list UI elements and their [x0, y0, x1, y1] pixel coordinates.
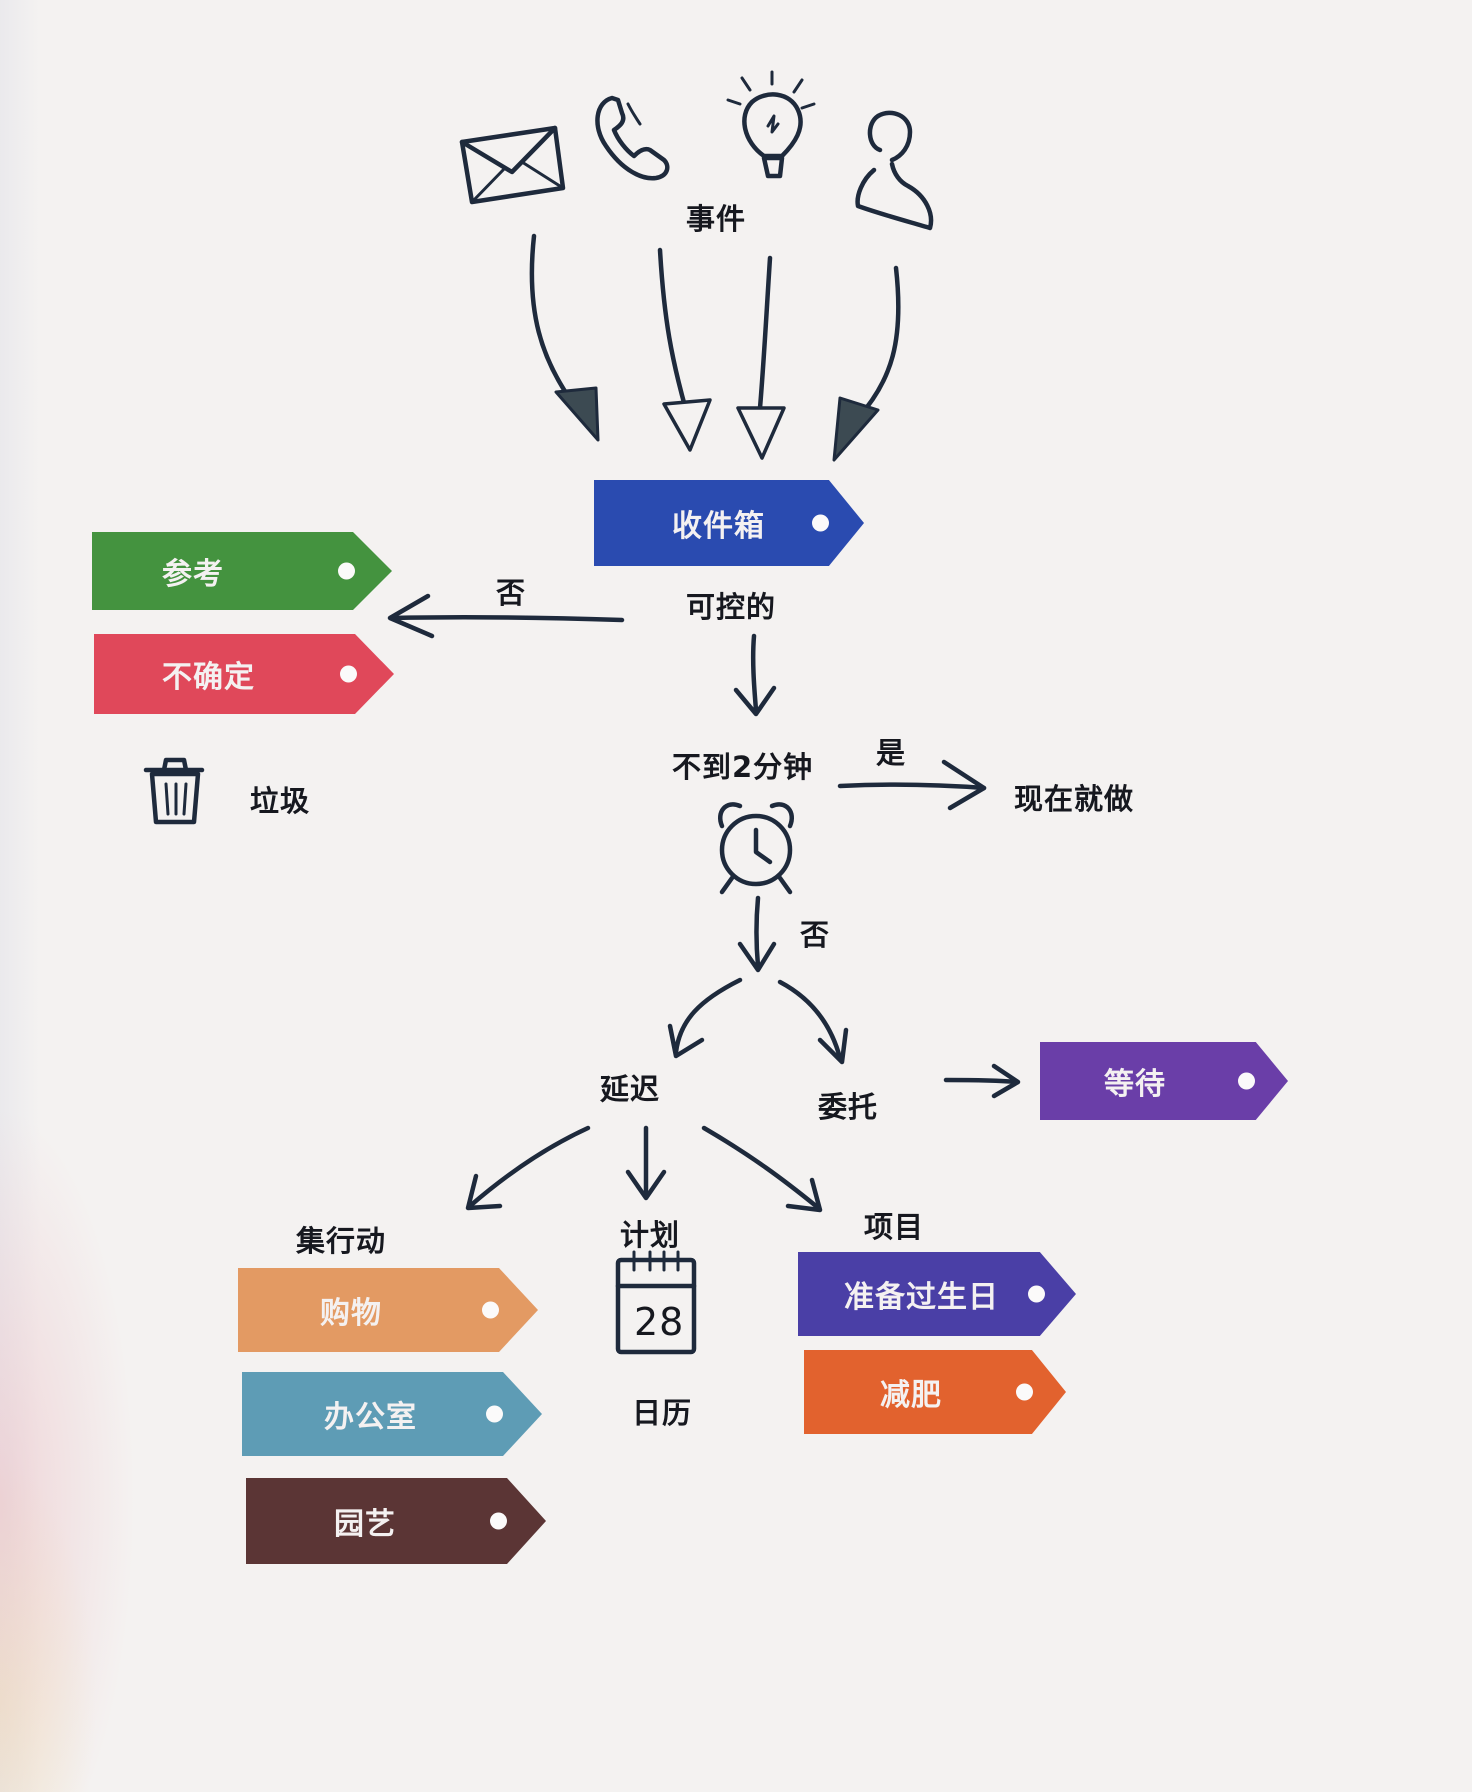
arrow-to-reference: [389, 614, 625, 623]
tag-hole: [1016, 1383, 1033, 1401]
tag-birthday-text: 准备过生日: [844, 1280, 999, 1315]
calendar-day-number: 28: [634, 1300, 685, 1344]
tag-hole: [812, 514, 829, 532]
tag-gardening-text: 园艺: [334, 1507, 396, 1542]
label-trash: 垃圾: [250, 784, 311, 818]
label-no-down: 否: [800, 918, 831, 952]
arrow-to-do-now: [837, 782, 987, 791]
tag-office: 办公室: [242, 1372, 542, 1456]
tag-uncertain: 不确定: [94, 634, 394, 714]
tag-hole: [486, 1405, 503, 1423]
label-delegate: 委托: [818, 1090, 879, 1124]
tag-uncertain-text: 不确定: [162, 660, 255, 695]
tag-diet-text: 减肥: [880, 1378, 942, 1413]
person-icon: [855, 110, 934, 231]
alarm-clock-icon: [718, 802, 794, 895]
tag-inbox: 收件箱: [594, 480, 864, 566]
tag-shopping: 购物: [238, 1268, 538, 1352]
envelope-icon: [459, 125, 566, 205]
label-events: 事件: [686, 202, 747, 236]
label-controllable: 可控的: [686, 590, 777, 624]
tag-shopping-text: 购物: [320, 1296, 382, 1331]
arrow-to-waiting: [943, 1077, 1019, 1085]
arrow-to-projects: [701, 1125, 819, 1209]
tag-birthday: 准备过生日: [798, 1252, 1076, 1336]
tag-diet: 减肥: [804, 1350, 1066, 1434]
label-schedule: 计划: [620, 1218, 681, 1252]
arrow-to-defer: [673, 977, 743, 1055]
label-projects: 项目: [864, 1210, 925, 1244]
tag-reference: 参考: [92, 532, 392, 610]
label-calendar: 日历: [632, 1396, 693, 1430]
tag-hole: [1238, 1072, 1255, 1090]
arrow-down-from-clock: [754, 895, 761, 969]
tag-gardening: 园艺: [246, 1478, 546, 1564]
tag-reference-text: 参考: [162, 557, 224, 592]
label-defer: 延迟: [600, 1072, 661, 1106]
tag-hole: [338, 562, 355, 580]
tag-office-text: 办公室: [324, 1400, 417, 1435]
arrow-to-delegate: [777, 979, 843, 1061]
tag-waiting: 等待: [1040, 1042, 1288, 1120]
tag-hole: [482, 1301, 499, 1319]
arrow-to-next-actions: [467, 1125, 591, 1209]
label-do-now: 现在就做: [1014, 782, 1135, 816]
phone-icon: [595, 95, 670, 181]
lightbulb-icon: [726, 70, 816, 179]
label-yes: 是: [876, 736, 907, 770]
tag-hole: [490, 1512, 507, 1530]
source-arrows: [529, 233, 901, 462]
tag-hole: [340, 665, 357, 683]
arrow-to-two-minutes: [750, 633, 759, 713]
calendar-icon: [615, 1250, 697, 1355]
label-under-two-minutes: 不到2分钟: [672, 750, 814, 784]
trash-icon: [143, 757, 205, 825]
tag-inbox-text: 收件箱: [672, 509, 765, 544]
tag-waiting-text: 等待: [1104, 1067, 1166, 1102]
tag-hole: [1028, 1285, 1045, 1303]
label-no-left: 否: [496, 576, 527, 610]
label-next-actions: 集行动: [296, 1224, 387, 1258]
